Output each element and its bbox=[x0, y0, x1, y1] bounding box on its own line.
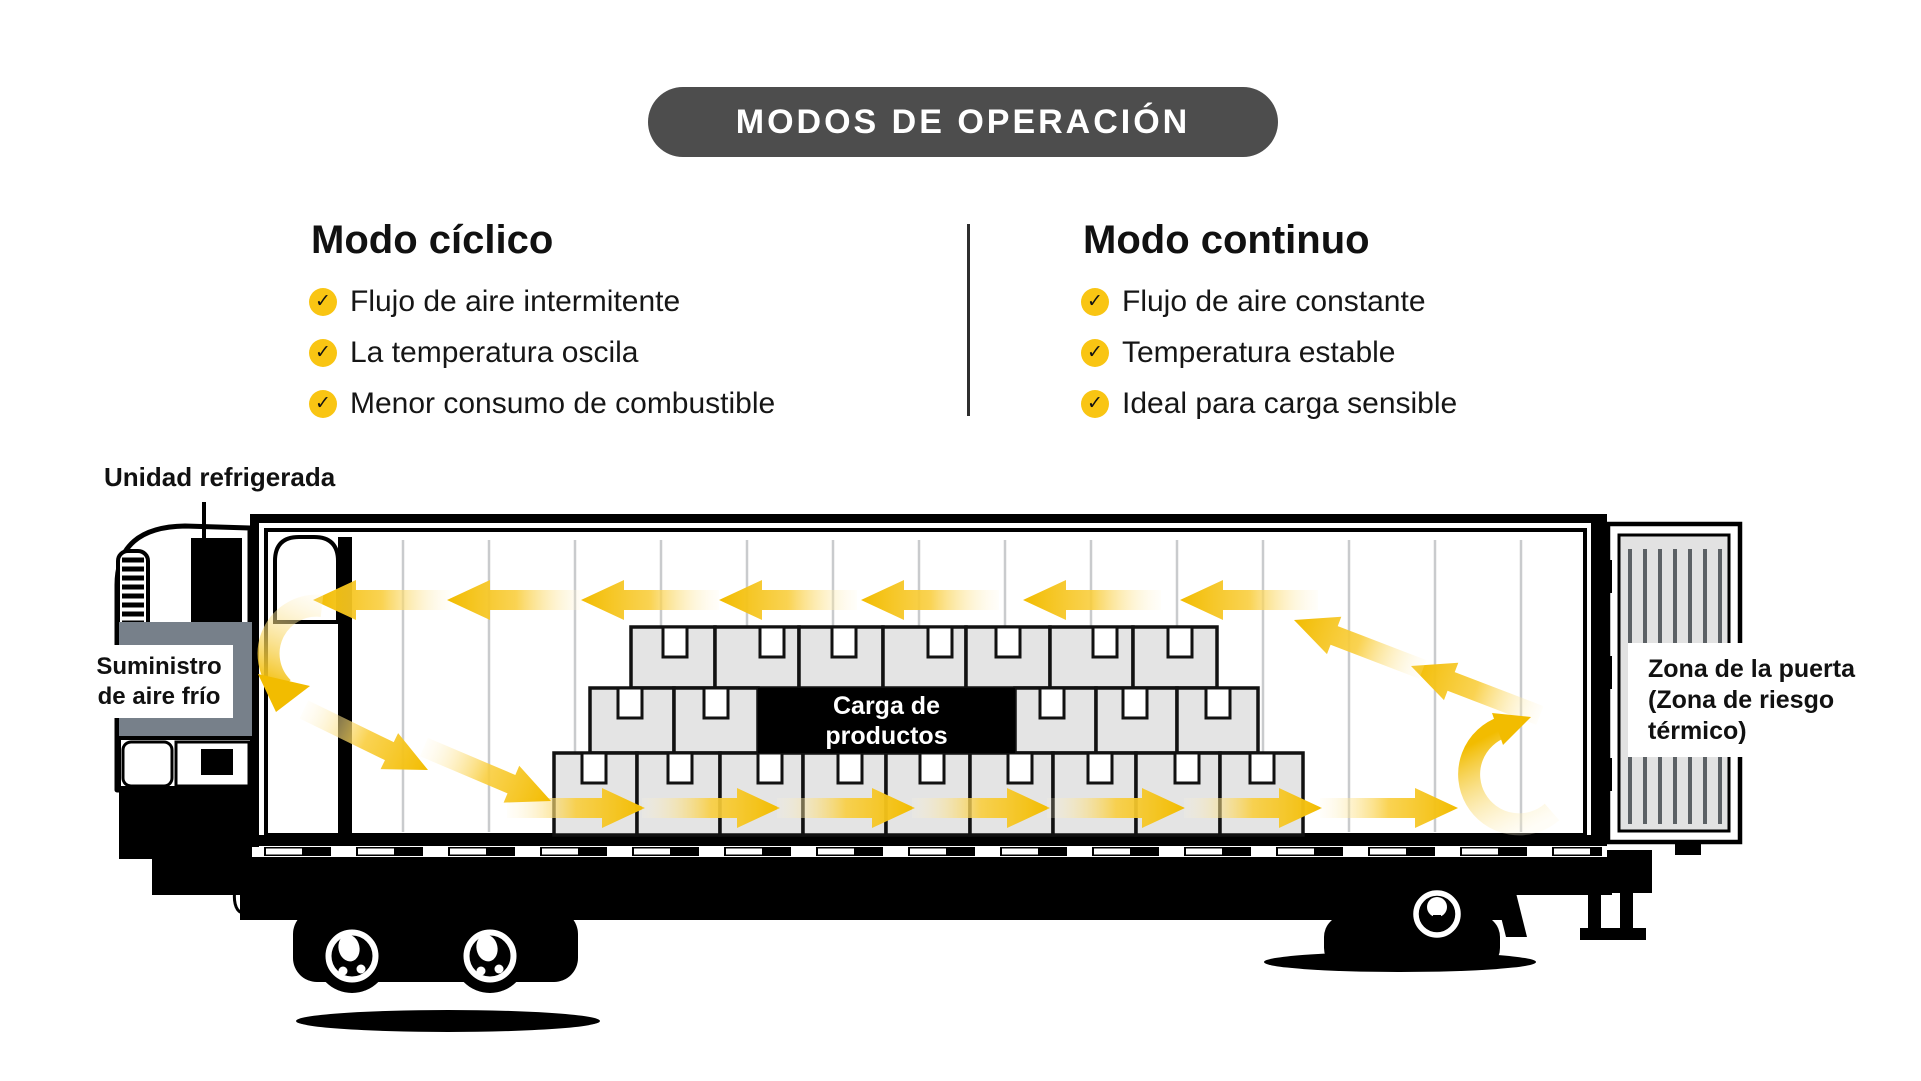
label-cold-air-supply: Suministro de aire frío bbox=[85, 645, 233, 718]
check-icon: ✓ bbox=[1081, 338, 1109, 367]
column-divider bbox=[967, 224, 970, 416]
list-item: ✓ La temperatura oscila bbox=[309, 335, 929, 369]
airflow-arrow-left bbox=[861, 580, 999, 620]
check-icon: ✓ bbox=[1081, 287, 1109, 316]
label-door-zone: Zona de la puerta (Zona de riesgo térmic… bbox=[1628, 643, 1920, 757]
rub-rail bbox=[262, 847, 1602, 856]
door-hinge bbox=[1596, 758, 1612, 791]
air-hose bbox=[233, 883, 256, 915]
trailer-roof bbox=[250, 514, 1607, 523]
door-foot bbox=[1675, 842, 1701, 855]
check-icon: ✓ bbox=[309, 287, 337, 316]
airflow-arrow-left bbox=[719, 580, 857, 620]
list-item: ✓ Ideal para carga sensible bbox=[1081, 386, 1701, 420]
list-item: ✓ Menor consumo de combustible bbox=[309, 386, 929, 420]
front-bulkhead-bar bbox=[338, 537, 352, 835]
trailer-front-wall bbox=[250, 514, 259, 847]
label-cargo: Carga de productos bbox=[758, 688, 1015, 753]
airflow-arrow-right bbox=[1320, 788, 1458, 828]
list-item-label: Menor consumo de combustible bbox=[350, 386, 776, 420]
title-pill: MODOS DE OPERACIÓN bbox=[648, 87, 1278, 157]
list-item-label: Ideal para carga sensible bbox=[1122, 386, 1458, 420]
wheel bbox=[1405, 882, 1469, 946]
chassis bbox=[119, 787, 1652, 1032]
continuous-heading: Modo continuo bbox=[1083, 218, 1370, 262]
pointer-line bbox=[202, 502, 206, 540]
airflow-rear-curve bbox=[1458, 713, 1560, 836]
condenser-block bbox=[191, 538, 242, 622]
check-icon: ✓ bbox=[1081, 389, 1109, 418]
airflow-arrow-left bbox=[581, 580, 719, 620]
list-item: ✓ Flujo de aire constante bbox=[1081, 284, 1701, 318]
check-icon: ✓ bbox=[309, 389, 337, 418]
list-item-label: Flujo de aire constante bbox=[1122, 284, 1426, 318]
mode-column-continuous: Modo continuo ✓ Flujo de aire constante … bbox=[1081, 219, 1701, 440]
airflow-top-arrows bbox=[313, 580, 1318, 620]
mode-column-cyclic: Modo cíclico ✓ Flujo de aire intermitent… bbox=[309, 219, 929, 440]
grille-bars bbox=[122, 557, 144, 635]
cyclic-heading: Modo cíclico bbox=[311, 218, 554, 262]
list-item-label: Flujo de aire intermitente bbox=[350, 284, 681, 318]
wheel bbox=[315, 919, 389, 993]
front-wheel-shadow bbox=[296, 1010, 600, 1032]
page-title: MODOS DE OPERACIÓN bbox=[735, 102, 1191, 141]
trailer-floor bbox=[250, 835, 1607, 846]
airflow-arrow-down-right bbox=[295, 691, 437, 788]
door-hinge bbox=[1596, 560, 1612, 593]
door-hinge bbox=[1596, 656, 1612, 689]
list-item-label: Temperatura estable bbox=[1122, 335, 1396, 369]
list-item: ✓ Temperatura estable bbox=[1081, 335, 1701, 369]
airflow-arrow-up-left bbox=[1286, 601, 1431, 689]
label-refrigerated-unit: Unidad refrigerada bbox=[104, 462, 336, 492]
list-item-label: La temperatura oscila bbox=[350, 335, 639, 369]
chassis-bar bbox=[240, 857, 1502, 920]
check-icon: ✓ bbox=[309, 338, 337, 367]
airflow-arrow-left bbox=[447, 580, 585, 620]
list-item: ✓ Flujo de aire intermitente bbox=[309, 284, 929, 318]
airflow-front-curve bbox=[257, 594, 324, 712]
wheel bbox=[453, 919, 527, 993]
airflow-arrow-left bbox=[1180, 580, 1318, 620]
